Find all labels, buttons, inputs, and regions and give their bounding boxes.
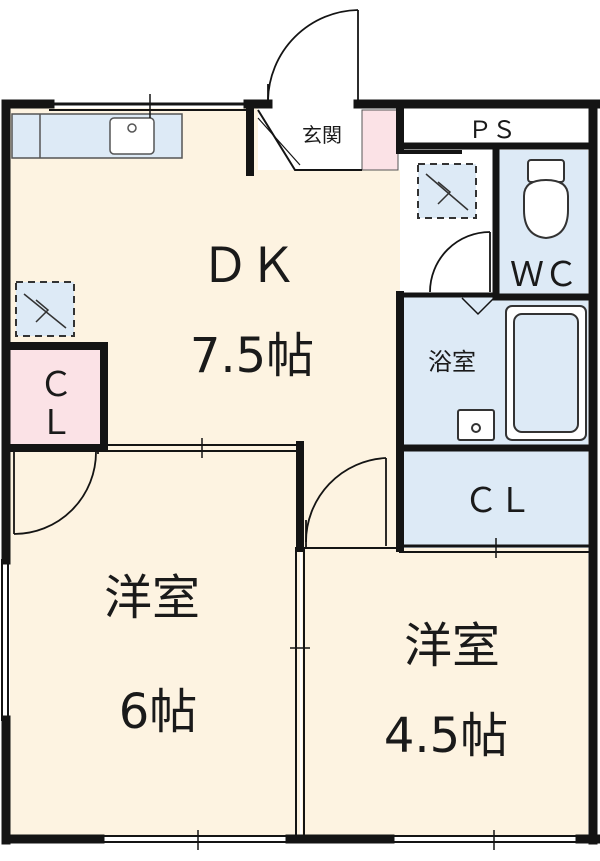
bath-label: 浴室 [428,348,476,376]
room-45-floor [302,548,588,835]
entrance-label: 玄関 [302,123,342,147]
closet-small-floor [10,350,100,448]
kitchen-sink [109,117,155,155]
room-6-size: 6帖 [119,684,198,740]
room-45-size: 4.5帖 [384,708,508,764]
closet-small-line2: Ｌ [39,403,73,443]
ps-label: ＰＳ [468,116,516,144]
doors [13,9,495,548]
washbasin-icon [457,409,495,441]
closet-large-label: ＣＬ [464,481,532,521]
wc-label: ＷＣ [510,255,578,295]
dk-size: 7.5帖 [190,328,314,384]
vent-icon [15,163,477,337]
shoe-box [361,109,399,171]
walls [1,99,600,845]
window-ticks [149,94,497,850]
closet-large-floor [400,450,588,548]
sink-drain [127,123,137,133]
room-6-floor [10,448,300,835]
bathtub-icon [505,305,587,441]
kitchen-counter [11,113,183,159]
closet-small-line1: Ｃ [39,365,73,405]
toilet-icon [523,159,569,240]
dk-lower-floor [300,440,400,548]
dk-name: ＤＫ [201,238,297,294]
room-6-name: 洋室 [104,570,200,626]
room-45-name: 洋室 [404,618,500,674]
